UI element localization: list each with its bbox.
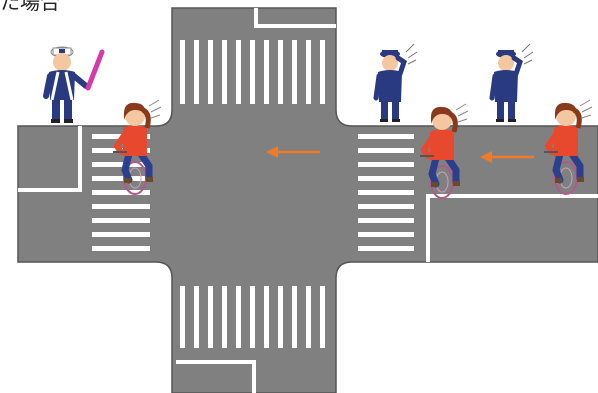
road-surface	[17, 7, 598, 393]
crosswalk-east	[358, 134, 414, 251]
police-officer-figure	[492, 44, 533, 122]
caption-text: た場合	[0, 0, 60, 14]
direction-arrow-left-center	[266, 146, 320, 158]
direction-arrow-left-right	[480, 151, 534, 163]
crosswalk-north	[180, 40, 325, 104]
crossing-guard-figure	[43, 46, 105, 123]
crosswalk-south	[180, 286, 325, 348]
police-officer-figure	[376, 44, 417, 122]
lane-markings	[18, 8, 598, 393]
